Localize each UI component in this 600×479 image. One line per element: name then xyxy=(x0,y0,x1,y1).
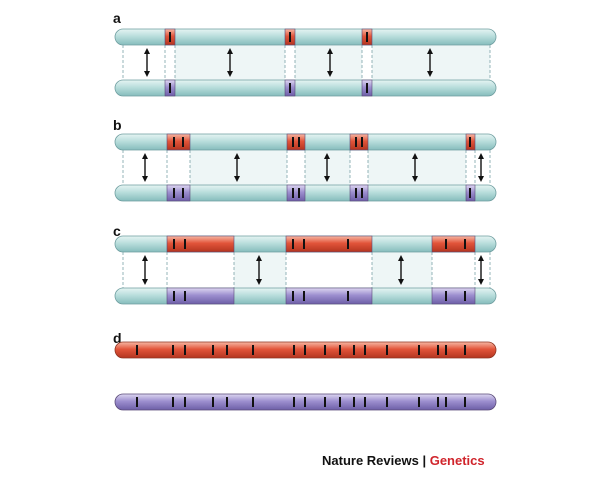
panel-label-c: c xyxy=(113,223,121,239)
credit-journal: Nature Reviews xyxy=(322,453,419,468)
panel-c-segment-red xyxy=(285,235,373,253)
panel-c-connector-band xyxy=(372,252,432,288)
panel-b-connector-band xyxy=(190,150,287,185)
panel-c-segment-purple xyxy=(166,287,235,305)
panel-b-segment-red xyxy=(349,133,369,151)
panel-b-segment-purple xyxy=(349,184,369,202)
panel-a-connector-band xyxy=(295,45,362,80)
panel-b-segment-purple xyxy=(286,184,306,202)
credit-section: Genetics xyxy=(429,453,485,468)
panel-c-segment-purple xyxy=(285,287,373,305)
panel-b-connector-band xyxy=(368,150,466,185)
panel-c-segment-red xyxy=(166,235,235,253)
panel-label-b: b xyxy=(113,117,122,133)
panel-a-chromosome-top xyxy=(114,28,497,46)
credit-separator: | xyxy=(422,453,427,468)
panel-c-segment-purple xyxy=(431,287,476,305)
panel-label-a: a xyxy=(113,10,121,26)
journal-credit: Nature Reviews | Genetics xyxy=(322,453,485,468)
panel-label-d: d xyxy=(113,330,122,346)
panel-b-segment-purple xyxy=(166,184,191,202)
panel-b-chromosome-bottom xyxy=(114,184,497,202)
panel-b-segment-red xyxy=(166,133,191,151)
chromosome-diagram xyxy=(114,28,497,411)
panel-b-segment-red xyxy=(286,133,306,151)
panel-c-connector-band xyxy=(234,252,286,288)
panel-a-connector-band xyxy=(372,45,490,80)
panel-b-chromosome-top xyxy=(114,133,497,151)
panel-a-chromosome-bottom xyxy=(114,79,497,97)
panel-c-segment-red xyxy=(431,235,476,253)
